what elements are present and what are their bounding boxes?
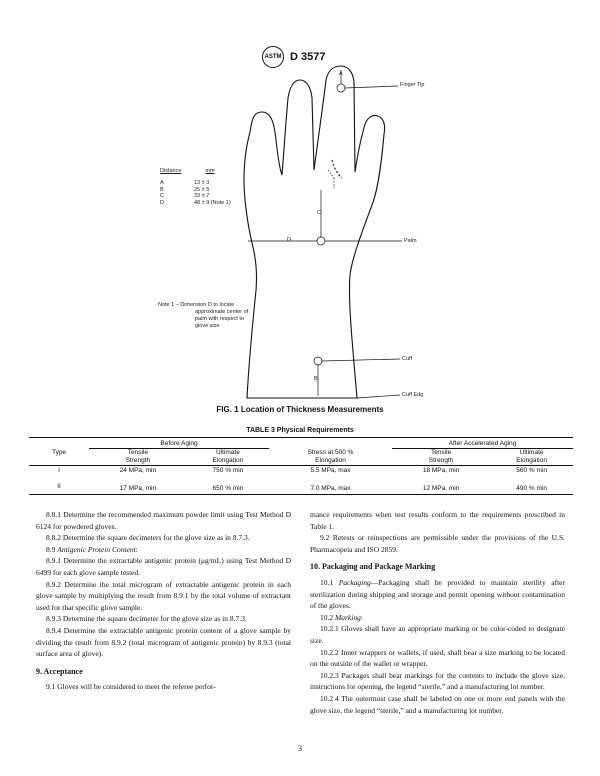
section-10-heading: 10. Packaging and Package Marking bbox=[310, 562, 436, 572]
figure-caption: FIG. 1 Location of Thickness Measurement… bbox=[216, 405, 384, 414]
document-id: D 3577 bbox=[290, 51, 326, 63]
para-10-1: 10.1 Packaging—Packaging shall be provid… bbox=[310, 577, 566, 611]
requirements-table: Before Aging After Accelerated Aging Typ… bbox=[29, 437, 573, 495]
para-9-2: 9.2 Retests or reinspections are permiss… bbox=[310, 533, 565, 554]
para-8-8-2: 8.8.2 Determine the square decimeters fo… bbox=[46, 533, 250, 543]
para-8-9-2: 8.9.2 Determine the total microgram of e… bbox=[36, 579, 291, 612]
para-9-1: 9.1 Gloves will be considered to meet th… bbox=[46, 682, 216, 692]
para-10-2-4: 10.2.4 The outermost case shall be label… bbox=[310, 693, 565, 715]
section-9-heading: 9. Acceptance bbox=[36, 666, 83, 676]
label-cuff: Cuff bbox=[402, 356, 412, 362]
para-8-9: 8.9 Antigenic Protein Content: bbox=[46, 544, 138, 554]
astm-logo: ASTM bbox=[262, 46, 284, 68]
page-number: 3 bbox=[298, 744, 302, 753]
label-a: A bbox=[339, 71, 343, 77]
table-row: II 17 MPa, min 650 % min 7.0 MPa, max 12… bbox=[29, 483, 573, 495]
page-header: ASTM D 3577 bbox=[262, 46, 325, 68]
table-title: TABLE 3 Physical Requirements bbox=[246, 427, 354, 434]
para-10-2-1: 10.2.1 Gloves shall have an appropriate … bbox=[310, 624, 565, 645]
para-8-9-1: 8.9.1 Determine the extractable antigeni… bbox=[36, 556, 291, 577]
distance-row: D 48 ± 9 (Note 1) bbox=[160, 199, 231, 206]
distance-row: C 33 ± 7 bbox=[160, 193, 210, 199]
left-column: 8.8.1 Determine the recommended maximum … bbox=[36, 509, 291, 693]
label-c: C bbox=[317, 210, 321, 216]
para-8-9-3: 8.9.3 Determine the square decimeter for… bbox=[46, 614, 247, 624]
distance-table: Distance mm A 13 ± 3 B 25 ± 5 C 33 ± 7 D… bbox=[160, 168, 260, 206]
para-8-8-1: 8.8.1 Determine the recommended maximum … bbox=[36, 510, 291, 531]
para-10-2-2: 10.2.2 Inner wrappers or wallets, if use… bbox=[310, 647, 565, 669]
para-10-2-3: 10.2.3 Packages shall bear markings for … bbox=[310, 670, 565, 692]
distance-header: Distance bbox=[160, 168, 182, 174]
para-10-2: 10.2 Marking: bbox=[320, 612, 363, 622]
label-finger-tip: Finger Tip bbox=[400, 82, 425, 88]
glove-outline bbox=[243, 65, 386, 399]
label-palm: Palm bbox=[404, 238, 417, 244]
label-b: B bbox=[314, 376, 318, 382]
glove-figure bbox=[243, 65, 402, 399]
before-aging-header: Before Aging bbox=[160, 440, 198, 447]
figure-note: Note 1 – Dimension D to locate approxima… bbox=[158, 302, 249, 329]
label-d: D bbox=[287, 237, 291, 243]
right-column: mance requirements when test results con… bbox=[310, 509, 565, 716]
para-9-1-cont: mance requirements when test results con… bbox=[310, 510, 565, 531]
distance-row: B 25 ± 5 bbox=[160, 186, 210, 193]
mm-header: mm bbox=[205, 168, 215, 174]
table-row: I 24 MPa, min 750 % min 5.5 MPa, max 18 … bbox=[58, 466, 547, 475]
after-aging-header: After Accelerated Aging bbox=[448, 440, 517, 447]
type-header: Type bbox=[51, 448, 67, 456]
label-cuff-edge: Cuff Edg bbox=[402, 392, 424, 398]
distance-row: A 13 ± 3 bbox=[160, 180, 210, 186]
para-8-9-4: 8.9.4 Determine the extractable antigeni… bbox=[36, 625, 291, 659]
